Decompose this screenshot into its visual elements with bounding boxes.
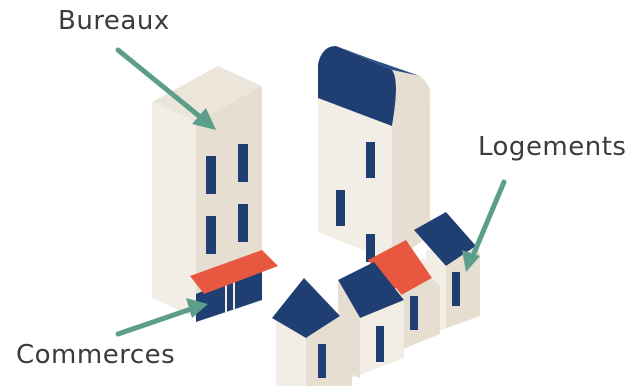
- arrow-shops: [115, 298, 208, 337]
- office-window: [238, 204, 248, 242]
- house-window: [452, 272, 460, 306]
- tall-house-window: [336, 190, 345, 226]
- arrowhead: [192, 108, 216, 130]
- house-window: [376, 326, 384, 362]
- shop-awning: [190, 250, 278, 294]
- arrow-shaft: [115, 305, 197, 337]
- tall-house-front-wall: [318, 98, 392, 262]
- shop-front: [196, 266, 262, 322]
- arrow-offices: [115, 47, 216, 130]
- tall-house-side-wall: [392, 96, 430, 262]
- arrow-shaft: [115, 47, 207, 123]
- house-gable: [306, 316, 352, 386]
- house-roof: [272, 278, 340, 338]
- office-window: [206, 156, 216, 194]
- office-window: [238, 144, 248, 182]
- label-offices: Bureaux: [58, 6, 170, 36]
- tall-house: [318, 46, 431, 262]
- arrowhead: [186, 298, 208, 318]
- tall-house-roof-side: [392, 70, 431, 126]
- arrow-housing: [462, 179, 507, 272]
- house-window: [410, 296, 418, 330]
- house-window: [318, 344, 326, 378]
- office-front-wall: [152, 102, 196, 318]
- office-window: [206, 216, 216, 254]
- house-roof: [368, 240, 432, 298]
- arrowhead: [462, 250, 480, 272]
- label-housing: Logements: [478, 132, 627, 162]
- tall-house-roof-front: [318, 46, 396, 126]
- tall-house-window: [366, 142, 375, 178]
- house-gable: [446, 246, 480, 328]
- office-building: [152, 66, 278, 322]
- office-roof: [152, 66, 262, 122]
- house-roof: [338, 262, 404, 318]
- arrow-shaft: [469, 179, 507, 261]
- house-middle: [368, 240, 440, 352]
- tall-house-window: [366, 234, 375, 262]
- label-shops: Commerces: [16, 340, 176, 370]
- house-roof: [414, 212, 476, 266]
- house-front-left: [272, 278, 352, 386]
